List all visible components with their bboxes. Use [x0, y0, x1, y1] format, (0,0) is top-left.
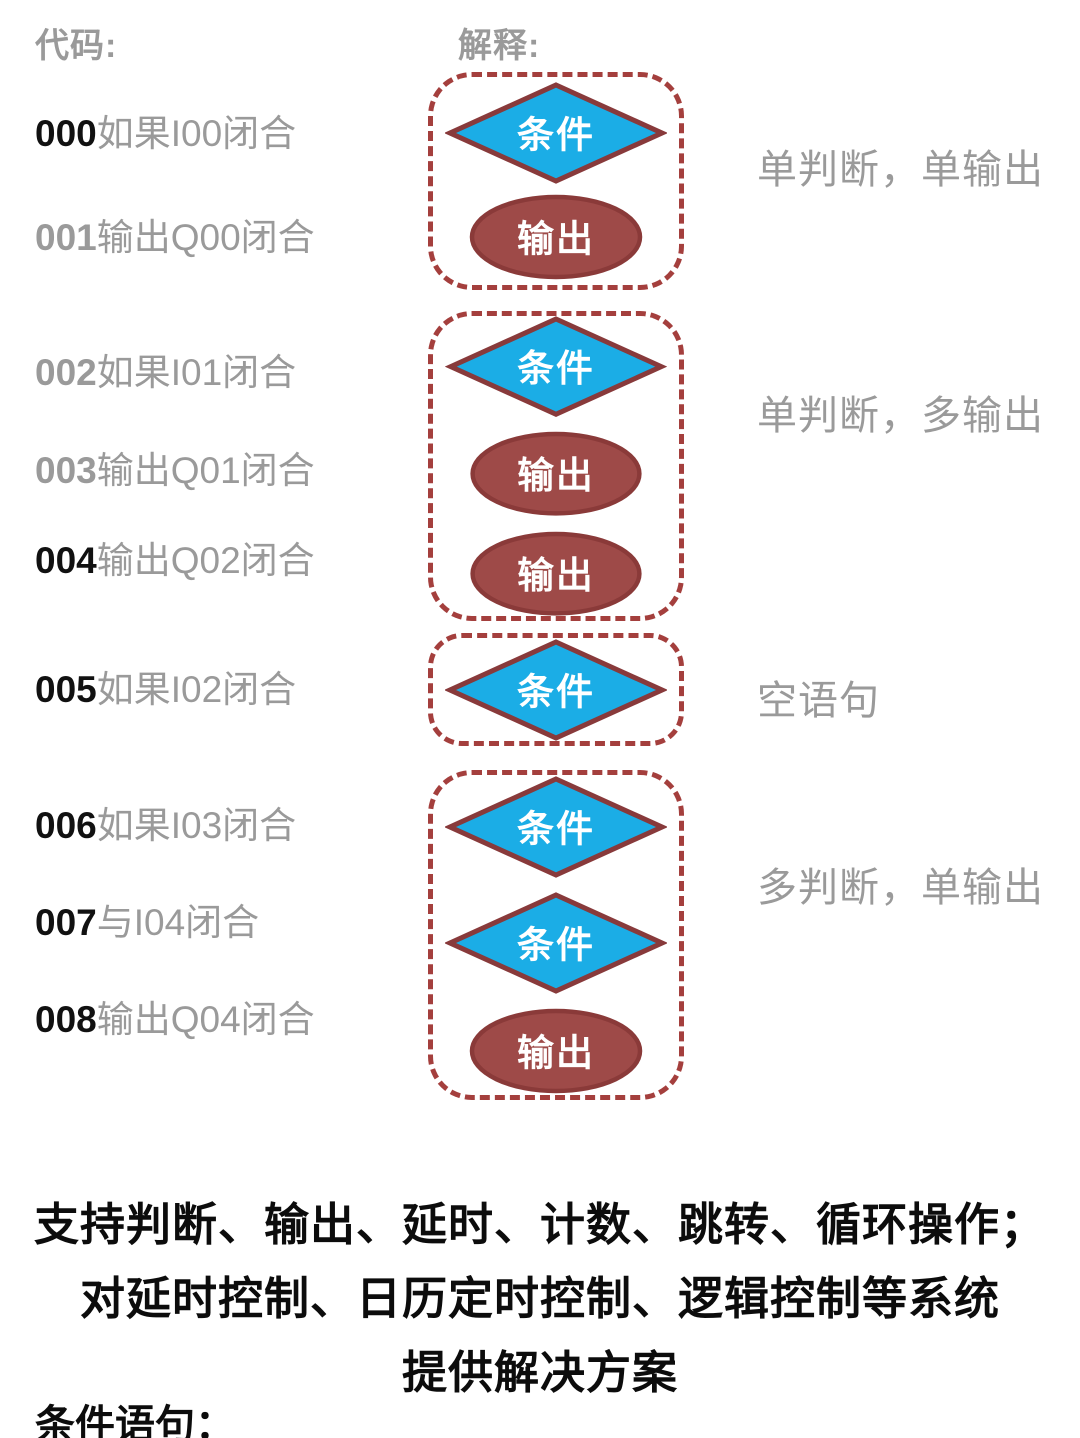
condition-diamond: 条件: [445, 776, 667, 878]
code-line-number: 002: [35, 352, 97, 393]
summary-line-2: 对延时控制、日历定时控制、逻辑控制等系统: [79, 1273, 1000, 1324]
code-line-text: 如果I00闭合: [96, 113, 297, 154]
explain-column-header: 解释:: [458, 27, 541, 65]
code-line-text: 如果I03闭合: [96, 805, 297, 846]
output-label: 输出: [517, 219, 595, 260]
output-ellipse: 输出: [469, 194, 643, 280]
code-line-text: 输出Q02闭合: [96, 540, 315, 581]
code-line-number: 004: [35, 540, 97, 581]
output-ellipse: 输出: [469, 1008, 643, 1094]
output-label: 输出: [517, 455, 594, 496]
annotation-single-judge-single-output: 单判断，单输出: [757, 148, 1044, 192]
code-line-text: 输出Q01闭合: [96, 450, 315, 491]
flow-group-empty-statement: 条件: [428, 633, 684, 746]
code-line-text: 输出Q04闭合: [96, 999, 315, 1040]
code-line-number: 005: [35, 669, 97, 710]
code-line-number: 007: [35, 902, 97, 943]
output-ellipse: 输出: [470, 531, 642, 616]
condition-diamond: 条件: [445, 638, 667, 741]
code-line-006: 006如果I03闭合: [35, 804, 296, 848]
code-line-text: 如果I01闭合: [96, 352, 297, 393]
condition-label: 条件: [517, 115, 595, 156]
flow-group-single-judge-multi-output: 条件 输出 输出: [428, 311, 684, 621]
code-line-003: 003输出Q01闭合: [35, 449, 315, 493]
condition-diamond: 条件: [445, 82, 667, 184]
flow-group-single-judge-single-output: 条件 输出: [428, 72, 684, 290]
code-line-text: 输出Q00闭合: [96, 217, 315, 258]
code-line-number: 000: [35, 113, 97, 154]
condition-label: 条件: [517, 809, 595, 850]
code-line-001: 001输出Q00闭合: [35, 216, 315, 260]
condition-diamond: 条件: [445, 892, 667, 994]
code-line-008: 008输出Q04闭合: [35, 998, 315, 1042]
summary-line-3: 提供解决方案: [401, 1347, 678, 1398]
output-ellipse: 输出: [470, 431, 642, 516]
code-line-text: 如果I02闭合: [96, 669, 297, 710]
code-line-007: 007与I04闭合: [35, 901, 259, 945]
annotation-multi-judge-single-output: 多判断，单输出: [757, 866, 1044, 910]
annotation-single-judge-multi-output: 单判断，多输出: [757, 394, 1044, 438]
code-line-002: 002如果I01闭合: [35, 351, 296, 395]
code-line-004: 004输出Q02闭合: [35, 539, 315, 583]
flow-group-multi-judge-single-output: 条件 条件 输出: [428, 770, 684, 1100]
condition-label: 条件: [517, 925, 595, 966]
code-line-000: 000如果I00闭合: [35, 112, 296, 156]
output-label: 输出: [517, 1033, 595, 1074]
code-column-header: 代码:: [35, 27, 118, 65]
code-line-text: 与I04闭合: [96, 902, 260, 943]
code-line-number: 001: [35, 217, 97, 258]
code-line-number: 006: [35, 805, 97, 846]
condition-label: 条件: [517, 348, 594, 389]
condition-label: 条件: [517, 671, 595, 712]
code-line-number: 003: [35, 450, 97, 491]
code-line-number: 008: [35, 999, 97, 1040]
annotation-empty-statement: 空语句: [757, 679, 880, 723]
condition-diamond: 条件: [445, 316, 667, 417]
condition-statement-heading: 条件语句：: [35, 1403, 235, 1438]
output-label: 输出: [517, 555, 594, 596]
code-line-005: 005如果I02闭合: [35, 668, 296, 712]
summary-line-1: 支持判断、输出、延时、计数、跳转、循环操作；: [33, 1199, 1046, 1250]
